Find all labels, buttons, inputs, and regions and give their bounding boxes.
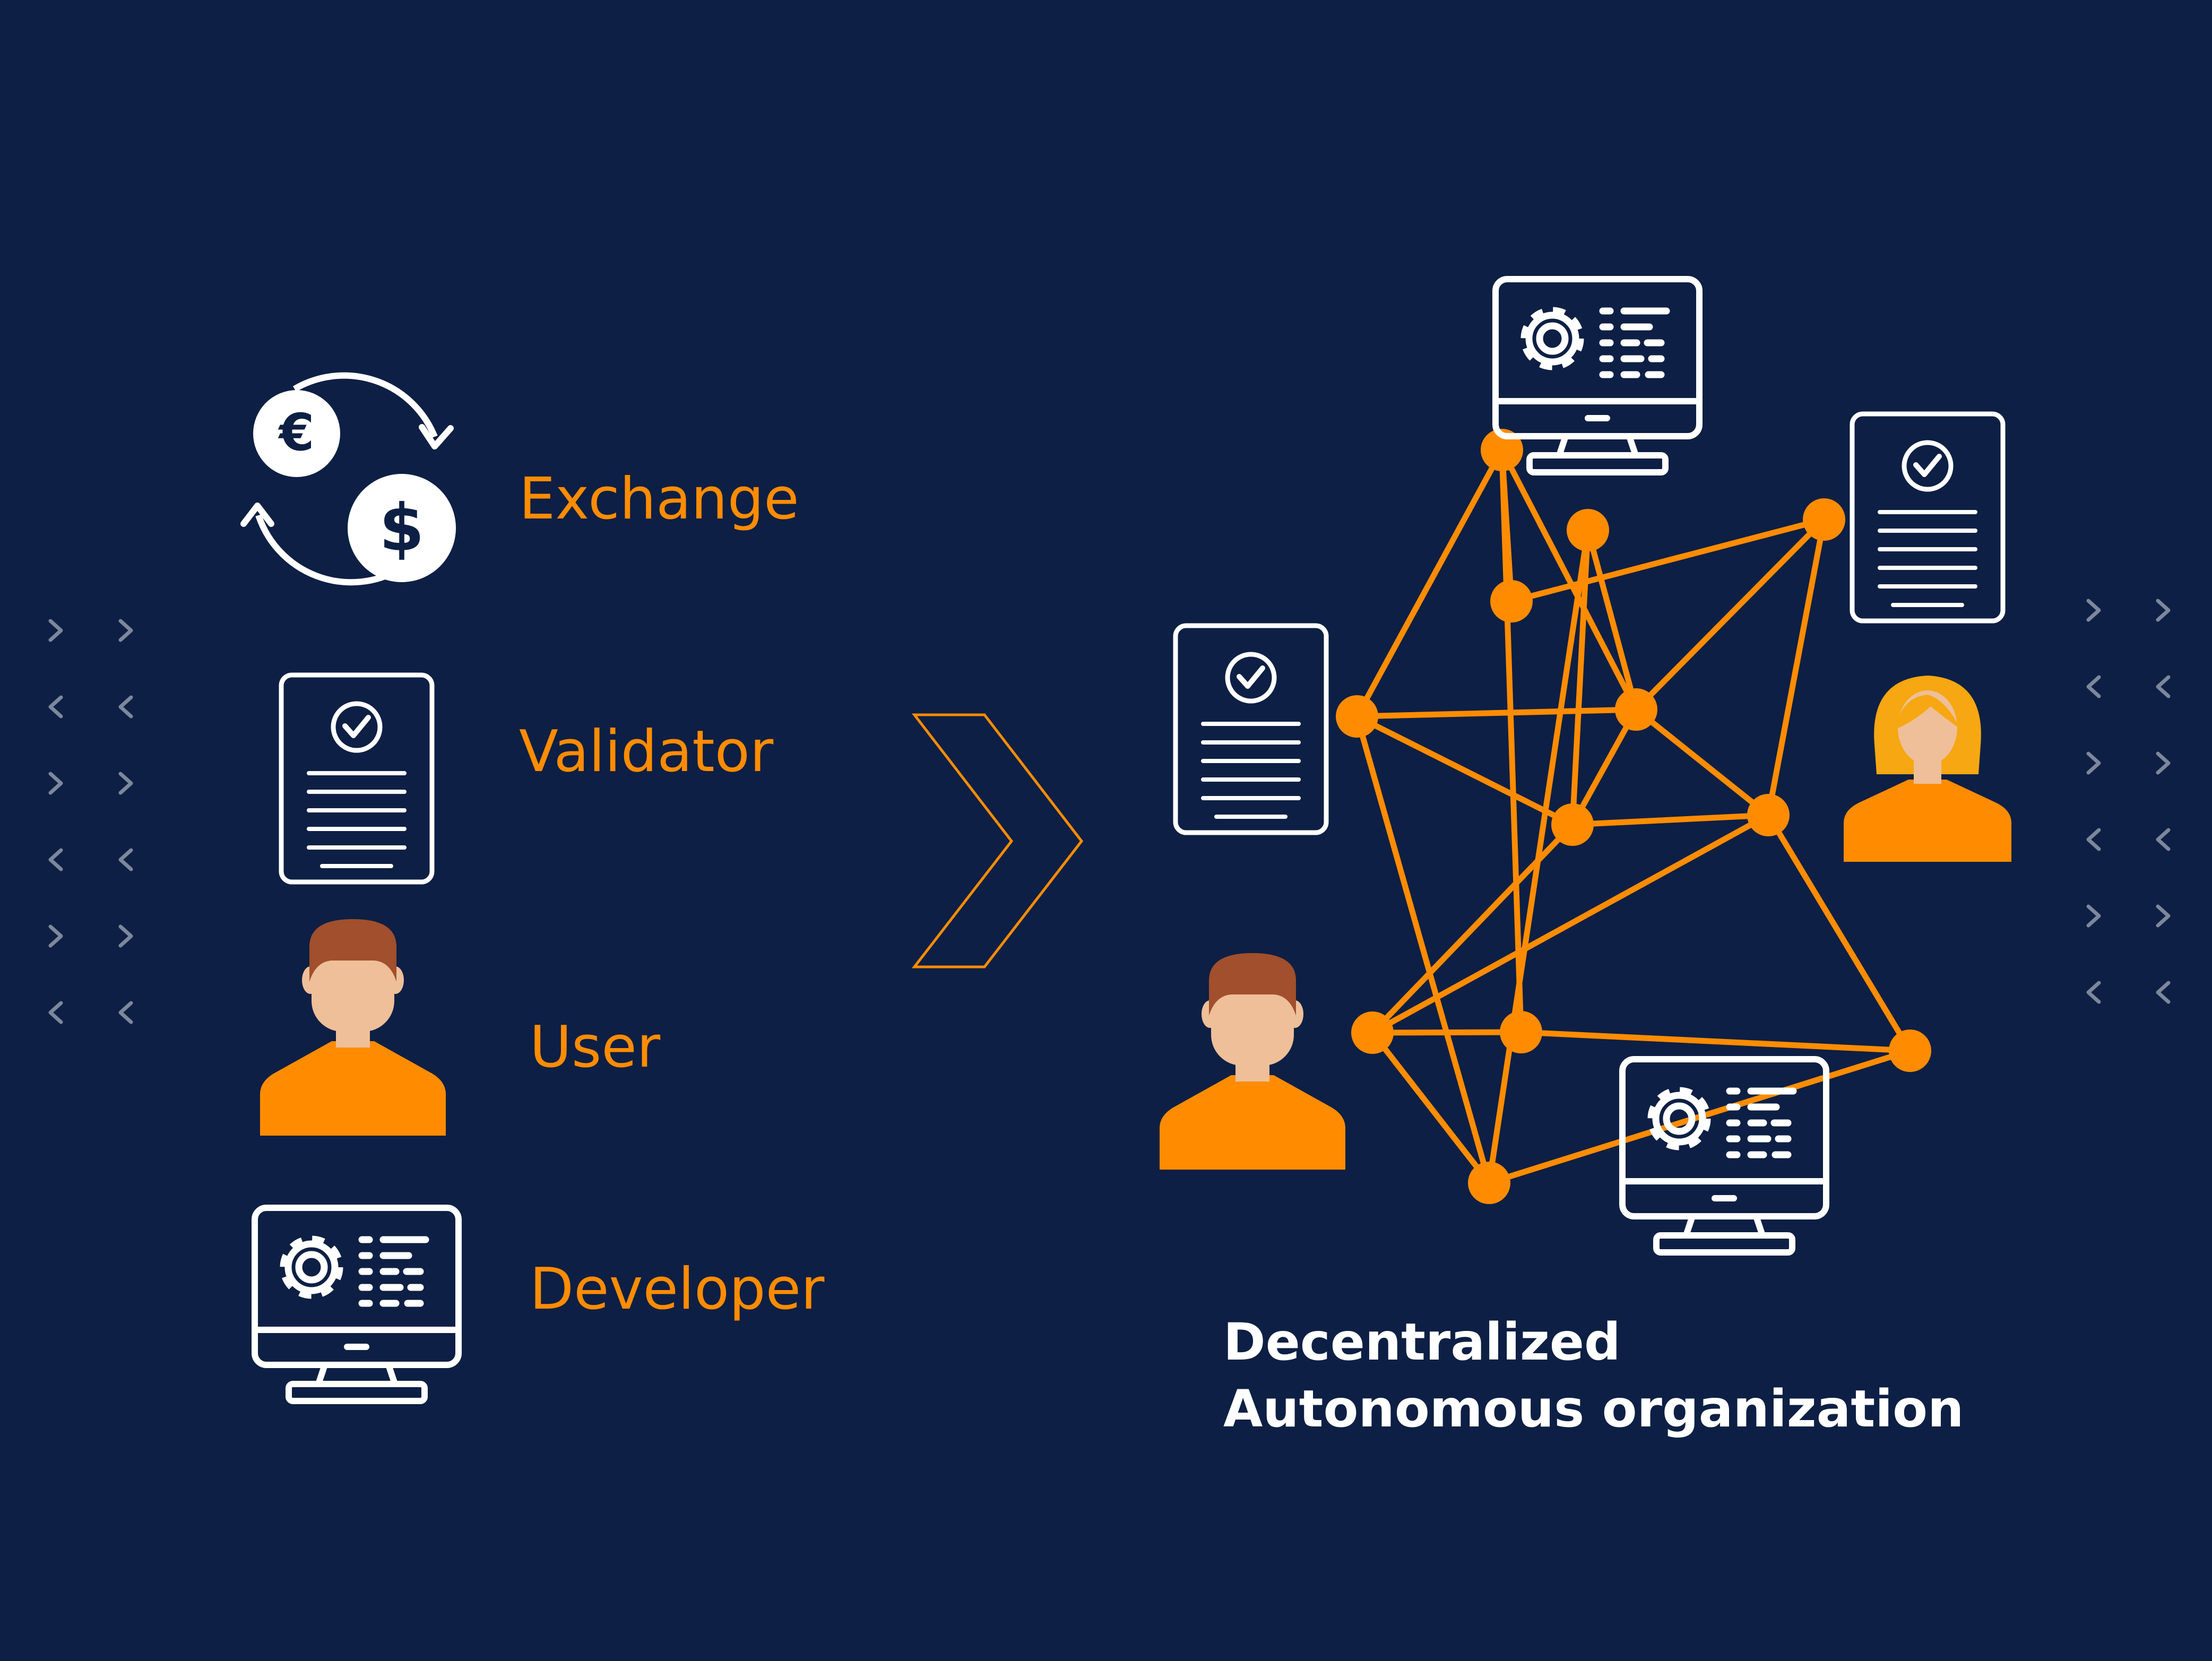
chevron-left-icon (50, 850, 61, 869)
network-edge (1569, 706, 1639, 828)
chevron-left-icon (2088, 983, 2099, 1002)
legend-label-developer: Developer (530, 1256, 825, 1322)
developer-computer-icon (255, 1208, 459, 1401)
network-edge (1354, 713, 1576, 828)
network-edge (1354, 713, 1492, 1186)
network-node (1567, 509, 1609, 551)
chevron-right-icon (2158, 754, 2168, 773)
chevron-left-icon (2088, 830, 2099, 849)
chevron-right-icon (50, 621, 61, 640)
network-node (1351, 1011, 1394, 1054)
legend-label-user: User (530, 1014, 661, 1080)
chevron-right-icon (2158, 906, 2168, 925)
validated-document-icon (1852, 414, 2003, 621)
network-node (1490, 580, 1533, 622)
network-edge (1369, 812, 1772, 1036)
chevron-right-icon (50, 927, 61, 946)
network-edge (1369, 1030, 1492, 1186)
network-edge (1569, 812, 1772, 828)
developer-computer-icon (1496, 279, 1699, 472)
network-title-line1: Decentralized (1223, 1312, 1621, 1372)
chevron-right-icon (2088, 906, 2099, 925)
network-edge (1765, 812, 1913, 1054)
network-graph (1336, 429, 1931, 1204)
chevron-left-icon (120, 1003, 131, 1022)
network-members (1160, 279, 2011, 1252)
chevron-left-icon (50, 697, 61, 716)
user-icon (260, 919, 446, 1136)
legend-icons (244, 376, 459, 1401)
network-edge (1354, 706, 1639, 720)
legend-label-exchange: Exchange (519, 466, 799, 532)
network-title: Decentralized Autonomous organization (1223, 1309, 1964, 1442)
chevron-left-icon (2158, 677, 2168, 696)
validated-document-icon (1176, 626, 1326, 833)
network-edge (1633, 706, 1772, 818)
network-edge (1508, 516, 1827, 604)
network-edge (1369, 821, 1576, 1036)
network-edge (1765, 516, 1827, 818)
network-node (1747, 794, 1790, 836)
network-edge (1354, 447, 1505, 720)
network-node (1889, 1030, 1931, 1072)
chevron-left-icon (50, 1003, 61, 1022)
network-edge (1569, 527, 1591, 828)
legend-label-validator: Validator (519, 719, 774, 785)
network-edge (1585, 527, 1639, 713)
chevron-right-icon (120, 774, 131, 793)
chevron-left-icon (2158, 830, 2168, 849)
currency-exchange-icon (244, 376, 456, 583)
chevron-pattern-right (2088, 601, 2168, 1002)
network-edge (1499, 447, 1639, 713)
network-edge (1499, 447, 1524, 1035)
chevron-right-icon (120, 621, 131, 640)
chevron-right-icon (120, 927, 131, 946)
chevron-left-icon (2088, 677, 2099, 696)
network-node (1615, 688, 1657, 731)
chevron-left-icon (120, 850, 131, 869)
chevron-right-icon (2088, 754, 2099, 773)
network-edge (1369, 1029, 1524, 1036)
network-edge (1633, 516, 1827, 713)
female-user-icon (1844, 676, 2011, 862)
chevron-right-icon (911, 713, 1084, 968)
network-title-line2: Autonomous organization (1223, 1379, 1964, 1439)
network-node (1803, 498, 1845, 541)
chevron-right-icon (2088, 601, 2099, 620)
chevron-right-icon (50, 774, 61, 793)
user-icon (1160, 953, 1345, 1170)
validated-document-icon (281, 675, 432, 882)
network-node (1468, 1162, 1510, 1204)
chevron-right-icon (2158, 601, 2168, 620)
chevron-left-icon (2158, 983, 2168, 1002)
chevron-pattern-left (50, 621, 131, 1022)
network-node (1336, 695, 1378, 738)
chevron-left-icon (120, 697, 131, 716)
network-node (1551, 803, 1594, 846)
network-edge (1518, 1029, 1913, 1054)
network-node (1500, 1011, 1542, 1053)
